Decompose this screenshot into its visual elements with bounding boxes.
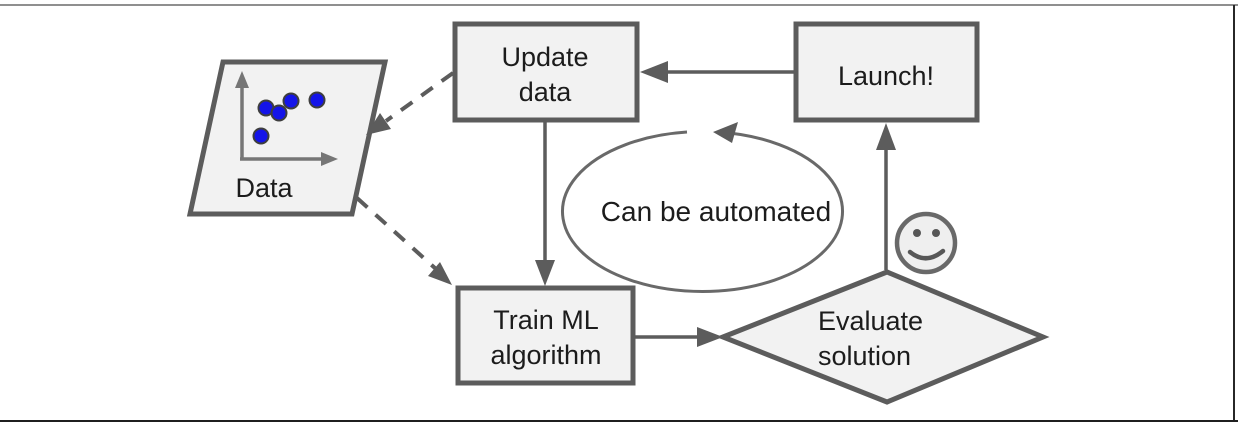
smiley-face-icon	[894, 211, 958, 275]
slide-bottom-border	[0, 420, 1238, 422]
evaluate-node: Evaluate solution	[716, 269, 1050, 405]
train-ml-node-shape	[455, 285, 636, 386]
arrowhead	[697, 327, 723, 347]
arrow-line	[384, 71, 455, 123]
scatter-plot-icon	[235, 71, 338, 166]
slide-top-border	[0, 4, 1238, 6]
arrow-train-to-evaluate	[635, 327, 723, 347]
data-node-shape	[186, 59, 389, 217]
smiley-head	[894, 211, 958, 275]
arrow-evaluate-to-launch	[876, 123, 896, 270]
data-node-label: Data	[235, 173, 293, 203]
data-node: Data	[186, 59, 389, 217]
circular-arrow-arrowhead	[713, 122, 738, 143]
automation-loop: Can be automated	[561, 122, 844, 293]
arrowhead	[428, 262, 452, 285]
update-data-node-label-line1: Update	[501, 42, 588, 72]
update-data-node-shape	[452, 21, 640, 123]
launch-node-shape	[793, 21, 980, 123]
smiley-right-eye	[932, 229, 940, 237]
scatter-x-axis-arrowhead	[321, 152, 338, 166]
train-ml-node-label-line1: Train ML	[493, 305, 599, 335]
scatter-y-axis-arrowhead	[235, 71, 249, 88]
data-point	[252, 127, 270, 145]
evaluate-node-label-line2: solution	[818, 341, 911, 371]
data-point	[270, 104, 288, 122]
arrow-update-to-train	[535, 122, 555, 286]
evaluate-node-shape	[716, 269, 1050, 405]
data-point	[282, 92, 300, 110]
data-point	[308, 91, 326, 109]
dashed-arrow-data-to-train	[355, 196, 452, 285]
train-ml-node: Train ML algorithm	[455, 285, 636, 386]
update-data-node: Update data	[452, 21, 640, 123]
launch-node-label: Launch!	[838, 61, 934, 91]
train-ml-node-label-line2: algorithm	[490, 340, 601, 370]
arrowhead	[640, 61, 668, 83]
update-data-node-label-line2: data	[519, 77, 573, 107]
arrowhead	[876, 123, 896, 150]
slide-right-border	[1233, 5, 1235, 421]
evaluate-node-label-line1: Evaluate	[818, 306, 923, 336]
arrowhead	[366, 113, 391, 135]
launch-node: Launch!	[793, 21, 980, 123]
arrowhead	[535, 260, 555, 286]
arrow-launch-to-update	[640, 61, 795, 83]
dashed-arrow-update-to-data	[366, 71, 455, 135]
smiley-left-eye	[913, 229, 921, 237]
loop-label: Can be automated	[601, 196, 831, 227]
arrow-line	[355, 196, 438, 271]
smiley-mouth	[907, 248, 946, 261]
circular-arrow-icon	[561, 130, 844, 293]
